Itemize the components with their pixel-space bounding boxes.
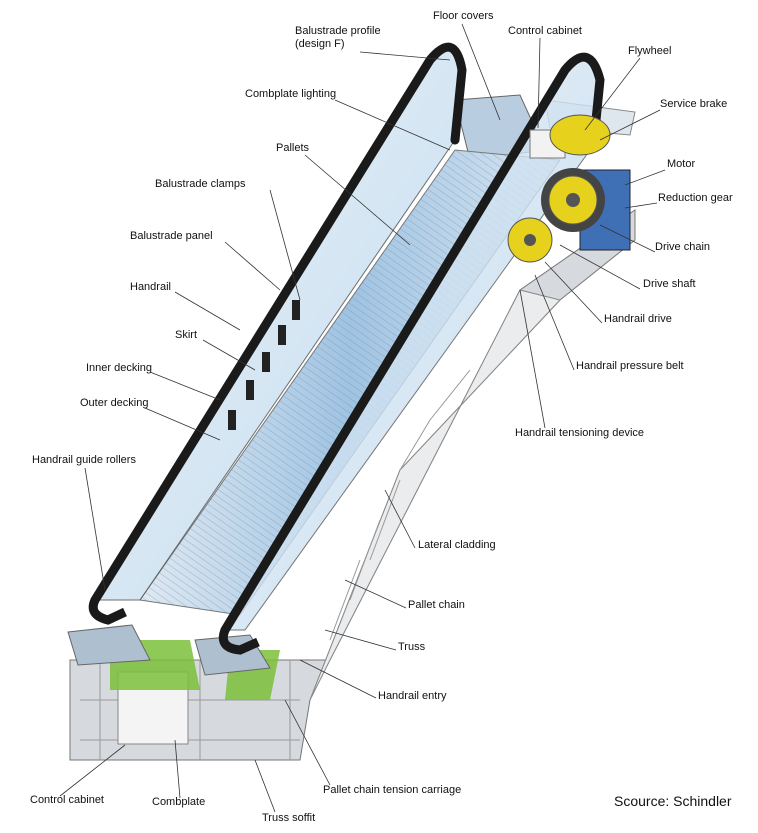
label-floor-covers: Floor covers: [433, 10, 494, 22]
label-skirt: Skirt: [175, 329, 197, 341]
balustrade-clamps: [228, 300, 300, 430]
gear-hub: [566, 193, 580, 207]
label-subtext: (design F): [295, 38, 345, 50]
label-inner-decking: Inner decking: [86, 362, 153, 374]
leader-lines: [59, 23, 666, 813]
label-combplate: Combplate: [152, 796, 206, 808]
flywheel: [549, 114, 611, 156]
right-handrail-return: [218, 628, 260, 655]
left-handrail: [90, 42, 467, 605]
right-handrail: [220, 52, 605, 635]
label-pallets: Pallets: [276, 142, 310, 154]
label-reduction-gear: Reduction gear: [658, 192, 733, 204]
label-drive-shaft: Drive shaft: [643, 278, 696, 290]
sprocket-hub: [524, 234, 536, 246]
label-handrail-guide-rollers: Handrail guide rollers: [32, 454, 136, 466]
label-combplate-lighting: Combplate lighting: [245, 88, 337, 100]
left-handrail-return: [88, 598, 127, 625]
label-drive-chain: Drive chain: [655, 241, 711, 253]
label-control-cabinet-bottom: Control cabinet: [30, 794, 104, 806]
label-pallet-chain-tension-carriage: Pallet chain tension carriage: [323, 784, 462, 796]
label-pallet-chain: Pallet chain: [408, 599, 465, 611]
label-handrail-tensioning-device: Handrail tensioning device: [515, 427, 645, 439]
source-credit: Scource: Schindler: [614, 793, 732, 809]
label-service-brake: Service brake: [660, 98, 728, 110]
label-handrail-entry: Handrail entry: [378, 690, 447, 702]
label-motor: Motor: [667, 158, 696, 170]
label-outer-decking: Outer decking: [80, 397, 149, 409]
lower-floor-cover-left: [67, 624, 151, 666]
label-control-cabinet-top: Control cabinet: [508, 25, 582, 37]
label-truss: Truss: [398, 641, 426, 653]
label-handrail: Handrail: [130, 281, 171, 293]
label-handrail-pressure-belt: Handrail pressure belt: [576, 360, 684, 372]
label-handrail-drive: Handrail drive: [604, 313, 672, 325]
label-balustrade-profile: Balustrade profile(design F): [295, 25, 381, 51]
label-text: Balustrade profile: [295, 25, 381, 37]
label-lateral-cladding: Lateral cladding: [418, 539, 496, 551]
label-balustrade-clamps: Balustrade clamps: [155, 178, 246, 190]
lower-floor-cover-right: [194, 634, 271, 676]
truss: [69, 209, 636, 761]
label-flywheel: Flywheel: [628, 45, 672, 57]
label-truss-soffit: Truss soffit: [262, 812, 316, 824]
label-balustrade-panel: Balustrade panel: [130, 230, 213, 242]
